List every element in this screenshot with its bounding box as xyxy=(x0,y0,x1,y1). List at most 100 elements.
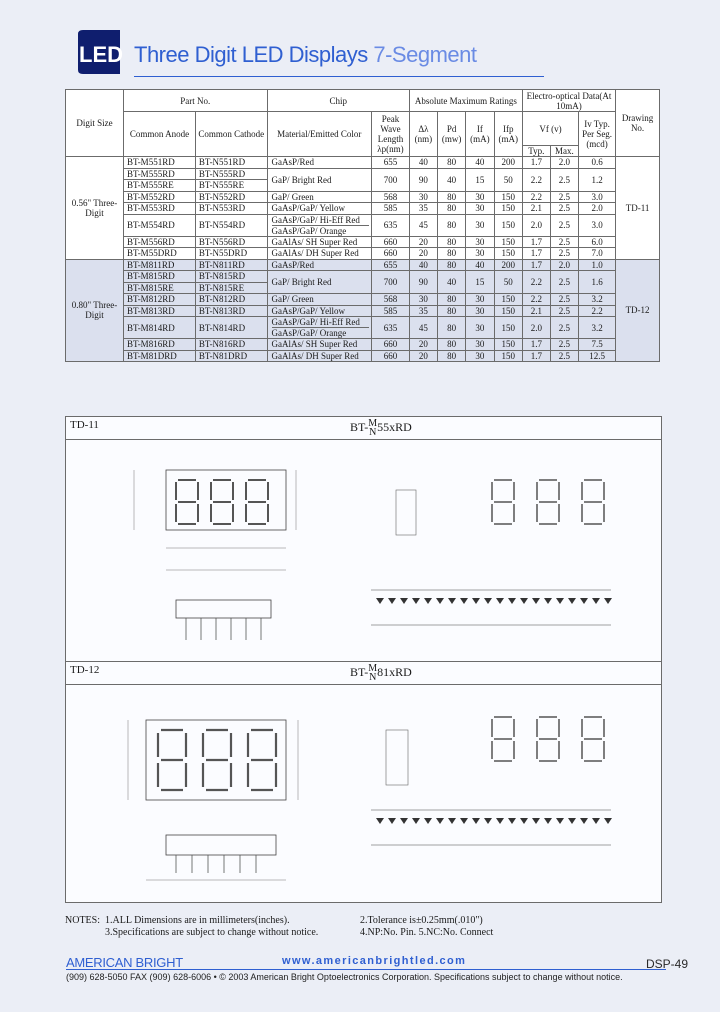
cell-wave: 585 xyxy=(371,304,410,317)
cell-cathode: BT-N816RD xyxy=(194,338,268,351)
cell-dl: 90 xyxy=(408,270,438,294)
footer-brand: AMERICAN BRIGHT xyxy=(66,955,183,970)
cell-ifp: 50 xyxy=(493,270,523,294)
cell-anode: BT-M552RD xyxy=(123,190,196,203)
cell-iv: 0.6 xyxy=(577,156,617,169)
th-common-anode: Common Anode xyxy=(123,111,196,157)
cell-typ: 2.1 xyxy=(521,304,551,317)
th-peak-wave: Peak Wave Length λp(nm) xyxy=(371,111,410,157)
note-4: 4.NP:No. Pin. 5.NC:No. Connect xyxy=(360,927,494,938)
td12-dimensions xyxy=(127,720,299,881)
cell-max: 2.5 xyxy=(549,167,579,192)
th-chip: Chip xyxy=(266,89,410,112)
td11-circuit xyxy=(371,589,611,626)
cell-ifp: 150 xyxy=(493,202,523,215)
cell-if: 30 xyxy=(465,338,495,351)
footer-url-link[interactable]: www.americanbrightled.com xyxy=(282,955,467,967)
cell-wave: 660 xyxy=(371,338,410,351)
svg-text:LED: LED xyxy=(79,42,123,67)
chip-material: GaAlAs/ DH Super Red xyxy=(271,248,359,259)
cell-wave: 700 xyxy=(371,167,410,192)
cell-dl: 35 xyxy=(408,304,438,317)
cell-wave: 655 xyxy=(371,156,410,169)
cell-chip: GaP/ Green xyxy=(266,293,373,306)
cell-if: 30 xyxy=(465,190,495,203)
cell-dl: 20 xyxy=(408,338,438,351)
td11-diodes xyxy=(376,598,612,604)
cell-cathode: BT-N814RD xyxy=(194,316,268,339)
td12-diodes xyxy=(376,818,612,824)
cell-ifp: 50 xyxy=(493,167,523,192)
cell-chip: GaP/ Green xyxy=(266,190,373,203)
cell-anode: BT-M812RD xyxy=(123,293,196,306)
th-delta-lambda: Δλ (nm) xyxy=(408,111,438,157)
cell-dl: 20 xyxy=(408,247,438,260)
cell-anode: BT-M556RD xyxy=(123,235,196,248)
cell-wave: 660 xyxy=(371,247,410,260)
td12-digits xyxy=(156,728,278,792)
chip-material: GaP/ Bright Red xyxy=(271,277,332,287)
cell-ifp: 200 xyxy=(493,156,523,169)
cell-wave: 635 xyxy=(371,316,410,339)
notes-label: NOTES: xyxy=(65,915,100,926)
cell-pd: 80 xyxy=(436,293,467,306)
cell-chip: GaP/ Bright Red xyxy=(266,270,373,294)
cell-cathode: BT-N811RD xyxy=(194,258,268,271)
td12-divider xyxy=(66,684,661,685)
cell-dl: 20 xyxy=(408,235,438,248)
cell-iv: 1.2 xyxy=(577,167,617,192)
td11-side-view xyxy=(175,599,272,619)
chip-material: GaAlAs/ SH Super Red xyxy=(271,339,358,350)
cell-anode: BT-M555RE xyxy=(123,179,196,192)
spec-table: Digit Size Part No. Chip Absolute Maximu… xyxy=(64,89,660,362)
cell-ifp: 150 xyxy=(493,190,523,203)
cell-chip: GaAlAs/ SH Super Red xyxy=(266,338,373,351)
th-abs-max: Absolute Maximum Ratings xyxy=(408,89,523,112)
cell-if: 30 xyxy=(465,202,495,215)
footer-rule xyxy=(66,969,666,970)
chip-material: GaP/ Green xyxy=(271,294,314,305)
cell-if: 30 xyxy=(465,349,495,362)
chip-material: GaAlAs/ SH Super Red xyxy=(271,236,358,247)
chip-material: GaAsP/GaP/ Hi-Eff Red xyxy=(271,317,360,327)
cell-if: 30 xyxy=(465,235,495,248)
cell-anode: BT-M55DRD xyxy=(123,247,196,260)
cell-max: 2.0 xyxy=(549,156,579,169)
td11-segment-map xyxy=(491,479,605,525)
cell-pd: 80 xyxy=(436,338,467,351)
cell-typ: 1.7 xyxy=(521,235,551,248)
cell-typ: 2.1 xyxy=(521,202,551,215)
cell-typ: 1.7 xyxy=(521,156,551,169)
note-3: 3.Specifications are subject to change w… xyxy=(105,927,319,938)
cell-chip: GaAsP/GaP/ Yellow xyxy=(266,202,373,215)
td12-frac-top: M xyxy=(368,663,378,674)
cell-max: 2.5 xyxy=(549,235,579,248)
cell-ifp: 150 xyxy=(493,213,523,237)
chip-material: GaAsP/GaP/ Hi-Eff Red xyxy=(271,214,360,225)
title-rule xyxy=(134,76,544,77)
th-iv: Iv Typ. Per Seg. (mcd) xyxy=(577,111,617,157)
cell-pd: 80 xyxy=(436,258,467,271)
cell-chip: GaAlAs/ DH Super Red xyxy=(266,349,373,362)
th-common-cathode: Common Cathode xyxy=(194,111,268,157)
cell-dl: 40 xyxy=(408,258,438,271)
td12-label: TD-12 xyxy=(70,664,100,676)
td12-drawing-svg xyxy=(127,716,612,881)
cell-iv: 2.0 xyxy=(577,202,617,215)
cell-cathode: BT-N555RD xyxy=(194,167,268,180)
cell-max: 2.5 xyxy=(549,190,579,203)
cell-cathode: BT-N551RD xyxy=(194,156,268,169)
cell-chip: GaAsP/Red xyxy=(266,156,373,169)
cell-cathode: BT-N812RD xyxy=(194,293,268,306)
